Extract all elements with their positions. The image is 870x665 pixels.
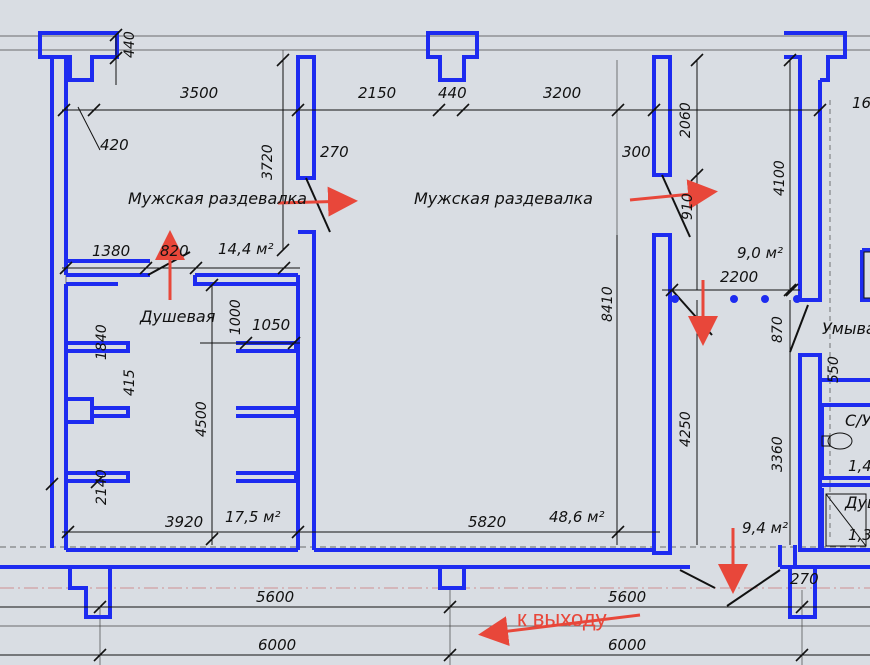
dim-2150: 2150 [358, 84, 396, 102]
partition-right-lower [652, 233, 672, 555]
area-shower: 17,5 м² [225, 508, 281, 526]
column-bottom-mid [438, 567, 466, 590]
dim-270-bot: 270 [790, 570, 819, 588]
column-top-right [784, 31, 847, 82]
sink-icon [863, 251, 870, 299]
arrow-right-icon [277, 186, 358, 217]
area-locker-left: 14,4 м² [218, 240, 274, 258]
dim-5600-left: 5600 [256, 588, 294, 606]
dim-270-top: 270 [320, 143, 349, 161]
area-corridor: 9,0 м² [737, 244, 783, 262]
dim-3920: 3920 [165, 513, 203, 531]
dim-300: 300 [622, 143, 651, 161]
arrow-right-icon [629, 179, 718, 210]
toilet-icon [821, 432, 853, 450]
exit-label: к выходу [517, 606, 607, 631]
room-label-shower: Душевая [139, 307, 216, 326]
dim-8410: 8410 [600, 286, 616, 322]
dim-910: 910 [680, 193, 696, 220]
dim-2140: 2140 [94, 469, 110, 505]
dim-1000: 1000 [228, 299, 244, 335]
dim-1050: 1050 [252, 316, 290, 334]
arrow-left-icon [478, 613, 641, 646]
partition-mid-top [296, 55, 316, 180]
dim-5820: 5820 [468, 513, 506, 531]
dimension-ticks [45, 28, 827, 662]
area-vestibule: 9,4 м² [742, 519, 788, 537]
dim-5600-right: 5600 [608, 588, 646, 606]
flow-arrows [155, 179, 748, 646]
dim-415: 415 [122, 369, 138, 396]
dim-6000-left: 6000 [258, 636, 296, 654]
area-locker-main: 48,6 м² [549, 508, 605, 526]
column-bottom-right [788, 567, 817, 619]
room-label-wc: С/У [845, 411, 870, 430]
dim-2200: 2200 [720, 268, 758, 286]
column-top-mid [426, 31, 479, 82]
room-label-shower2: Душ [844, 493, 870, 512]
dim-440-top: 440 [122, 31, 138, 58]
room-label-locker-left: Мужская раздевалка [128, 189, 307, 208]
area-wc: 1,4 [848, 457, 870, 475]
dim-4500: 4500 [194, 401, 210, 437]
dim-4100: 4100 [772, 160, 788, 196]
dim-2060: 2060 [678, 102, 694, 138]
dim-3360: 3360 [770, 436, 786, 472]
dim-6000-right: 6000 [608, 636, 646, 654]
wall-shower-top [66, 259, 150, 277]
door-dots [671, 295, 801, 303]
walls [0, 31, 870, 619]
room-label-washroom: Умывал [822, 319, 870, 338]
wall-shower-top2 [193, 273, 298, 286]
dim-1840: 1840 [94, 324, 110, 360]
dim-3500: 3500 [180, 84, 218, 102]
dim-160: 160 [852, 94, 870, 112]
partition-right-top [652, 55, 672, 177]
dim-440-mid: 440 [438, 84, 467, 102]
area-shower2: 1,3 [848, 526, 870, 544]
shower-tray-icon [825, 493, 867, 547]
dim-3720: 3720 [260, 144, 276, 180]
wall-locker-sep [298, 230, 316, 550]
room-label-locker-main: Мужская раздевалка [414, 189, 593, 208]
dim-550: 550 [826, 356, 842, 383]
dim-870: 870 [770, 316, 786, 343]
dim-1380: 1380 [92, 242, 130, 260]
dim-3200: 3200 [543, 84, 581, 102]
dim-820: 820 [160, 242, 189, 260]
dim-4250: 4250 [678, 411, 694, 447]
dim-420: 420 [100, 136, 129, 154]
column-bottom-left [68, 567, 112, 619]
